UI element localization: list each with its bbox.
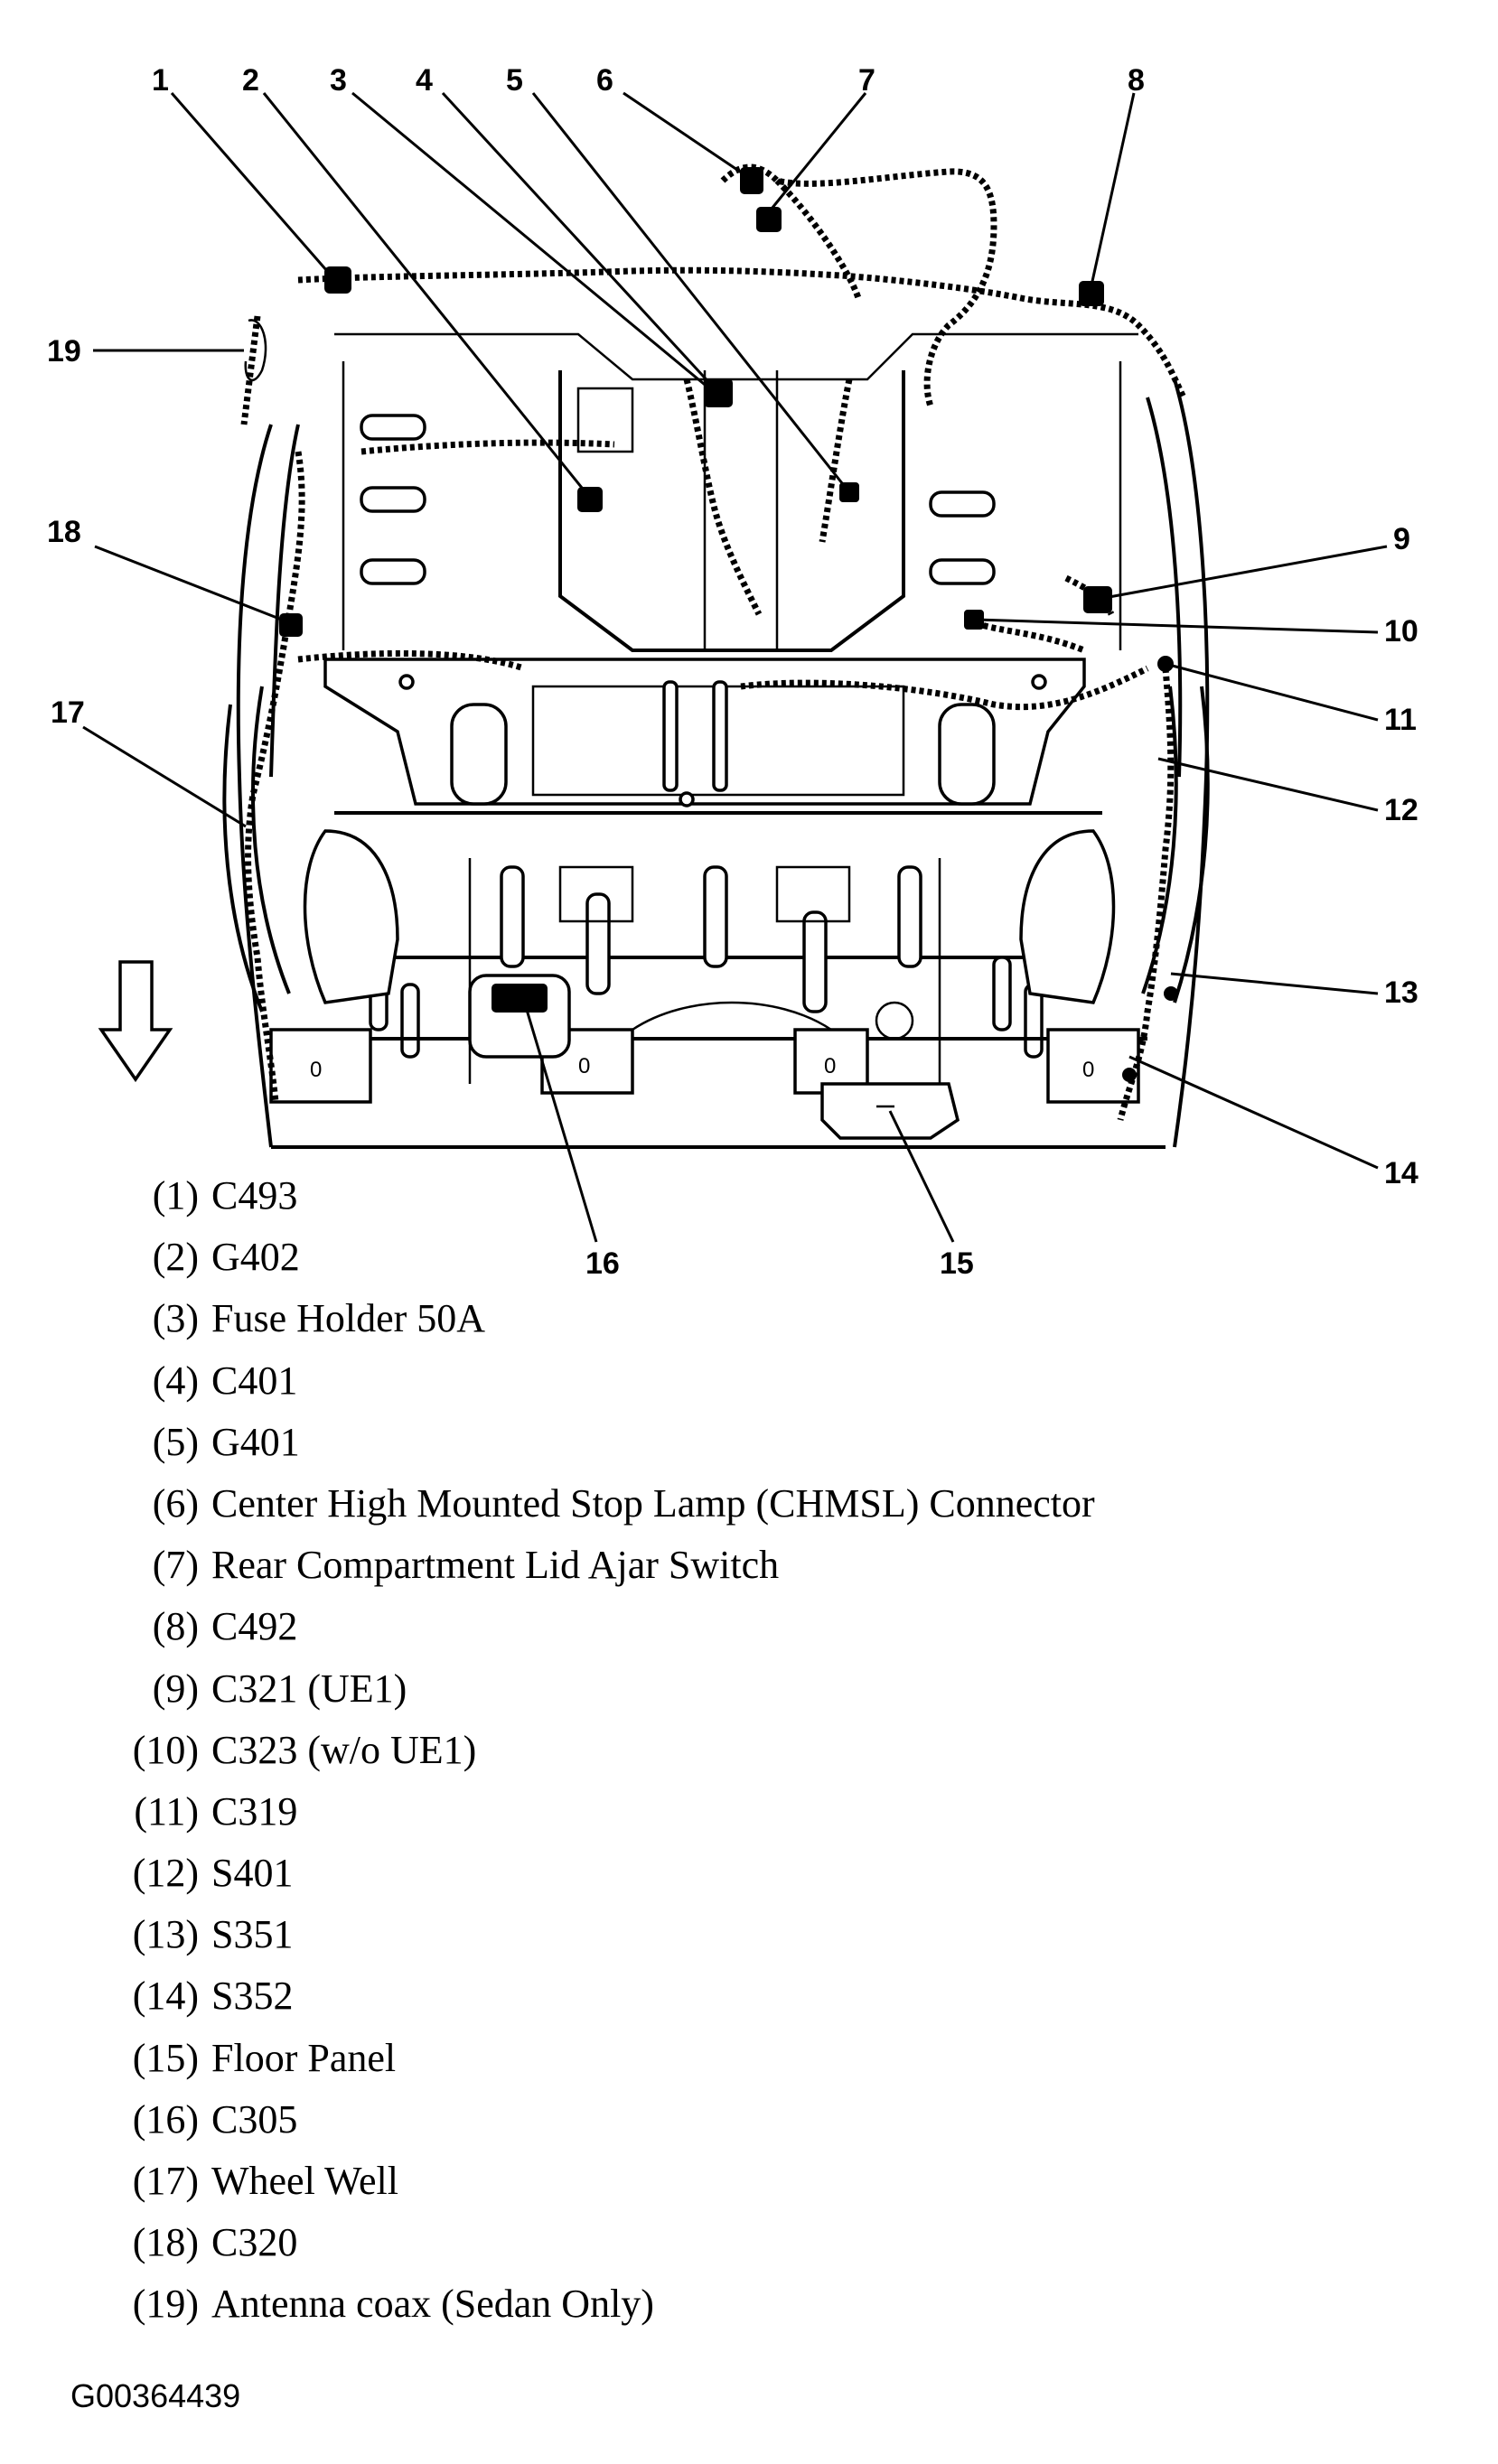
callout-15: 15 [940, 1246, 974, 1281]
legend-item-label: Center High Mounted Stop Lamp (CHMSL) Co… [211, 1480, 1095, 1526]
legend-item-number: (16) [132, 2096, 199, 2142]
legend-item-number: (7) [152, 1543, 199, 1588]
callout-17: 17 [51, 695, 85, 730]
legend-item: (18) C320 [108, 2212, 1373, 2273]
legend-item: (7) Rear Compartment Lid Ajar Switch [108, 1535, 1373, 1596]
legend-item: (4) C401 [108, 1350, 1373, 1412]
legend-item-number: (9) [152, 1666, 199, 1711]
svg-text:0: 0 [824, 1054, 836, 1078]
legend-item-label: Floor Panel [211, 2035, 397, 2080]
legend-item-label: Wheel Well [211, 2159, 399, 2203]
legend-item-label: S351 [211, 1912, 294, 1957]
legend-item-number: (3) [152, 1296, 199, 1341]
legend-item-number: (14) [132, 1974, 199, 2019]
svg-text:0: 0 [310, 1058, 322, 1082]
legend-item-label: C493 [211, 1173, 298, 1218]
callout-2: 2 [242, 63, 259, 98]
legend-item: (1) C493 [108, 1165, 1373, 1227]
legend-item: (3) Fuse Holder 50A [108, 1288, 1373, 1349]
callout-13: 13 [1384, 975, 1418, 1010]
callout-4: 4 [416, 63, 433, 98]
legend-item-label: C401 [211, 1358, 298, 1403]
callout-10: 10 [1384, 614, 1418, 649]
legend-item: (10) C323 (w/o UE1) [108, 1720, 1373, 1781]
callout-16: 16 [585, 1246, 620, 1281]
legend-item-number: (18) [132, 2220, 199, 2265]
leader-lines [82, 91, 1388, 1243]
legend-item-number: (19) [132, 2282, 199, 2327]
legend-item-number: (4) [152, 1358, 199, 1403]
legend-item-number: (1) [152, 1173, 199, 1218]
legend-item-number: (11) [134, 1788, 199, 1834]
legend-item-label: Fuse Holder 50A [211, 1296, 486, 1341]
callout-labels: 1 2 3 4 5 6 7 8 9 10 11 12 13 14 15 16 1… [47, 63, 1418, 1281]
legend-item-number: (12) [132, 1851, 199, 1896]
legend-item: (13) S351 [108, 1904, 1373, 1965]
legend-item: (2) G402 [108, 1227, 1373, 1288]
legend-item-label: S401 [211, 1851, 294, 1896]
callout-11: 11 [1384, 703, 1417, 737]
wiring-harness [240, 163, 1187, 1121]
callout-18: 18 [47, 515, 81, 549]
legend-item-label: Rear Compartment Lid Ajar Switch [211, 1543, 780, 1588]
callout-14: 14 [1384, 1156, 1418, 1190]
legend-item-label: G402 [211, 1235, 300, 1280]
legend-item-number: (8) [152, 1604, 199, 1649]
legend-item: (17) Wheel Well [108, 2151, 1373, 2212]
legend-item-label: S352 [211, 1974, 294, 2019]
down-arrow-icon [98, 960, 173, 1083]
figure-id: G00364439 [70, 2377, 241, 2414]
legend-item-label: Antenna coax (Sedan Only) [211, 2282, 654, 2327]
callout-5: 5 [506, 63, 523, 98]
callout-1: 1 [152, 63, 169, 98]
legend-item: (8) C492 [108, 1596, 1373, 1657]
legend-item: (5) G401 [108, 1412, 1373, 1473]
legend-item-label: C321 (UE1) [211, 1666, 407, 1711]
legend-item-number: (15) [132, 2035, 199, 2080]
legend-item: (12) S401 [108, 1843, 1373, 1904]
svg-text:0: 0 [1082, 1058, 1094, 1082]
callout-8: 8 [1128, 63, 1145, 98]
legend-item: (6) Center High Mounted Stop Lamp (CHMSL)… [108, 1473, 1373, 1535]
callout-7: 7 [858, 63, 875, 98]
legend-item: (15) Floor Panel [108, 2028, 1373, 2089]
callout-9: 9 [1393, 522, 1410, 556]
legend-item-label: C305 [211, 2096, 298, 2142]
callout-19: 19 [47, 334, 81, 369]
legend-list: (1) C493 (2) G402 (3) Fuse Holder 50A (4) C4… [108, 1165, 1373, 2336]
legend-item-label: C319 [211, 1788, 298, 1834]
callout-3: 3 [330, 63, 347, 98]
legend-item-number: (13) [132, 1912, 199, 1957]
legend-item: (9) C321 (UE1) [108, 1658, 1373, 1720]
legend-item-number: (10) [132, 1727, 199, 1772]
callout-6: 6 [596, 63, 613, 98]
legend-item-number: (5) [152, 1419, 199, 1464]
legend-item-label: C492 [211, 1604, 298, 1649]
legend-item: (19) Antenna coax (Sedan Only) [108, 2273, 1373, 2335]
legend-item-number: (2) [152, 1235, 199, 1280]
harness-diagram: 0 0 0 0 [47, 63, 1418, 1281]
legend-item-label: C323 (w/o UE1) [211, 1727, 477, 1772]
legend-item: (11) C319 [108, 1781, 1373, 1843]
legend-item: (14) S352 [108, 1965, 1373, 2027]
callout-12: 12 [1384, 793, 1418, 827]
svg-text:0: 0 [578, 1054, 590, 1078]
vehicle-body: 0 0 0 0 [222, 332, 1210, 1149]
legend-item: (16) C305 [108, 2089, 1373, 2151]
legend-item-number: (17) [132, 2159, 199, 2203]
legend-item-number: (6) [152, 1480, 199, 1526]
legend-item-label: G401 [211, 1419, 300, 1464]
legend-item-label: C320 [211, 2220, 298, 2265]
